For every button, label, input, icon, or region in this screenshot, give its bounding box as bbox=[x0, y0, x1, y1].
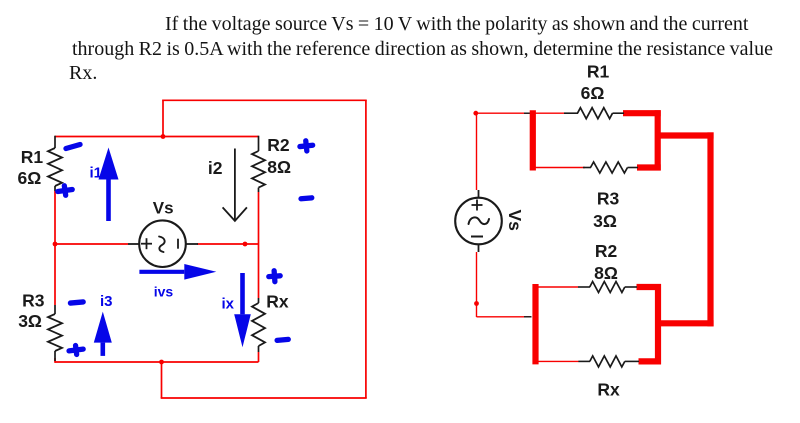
svg-text:R1: R1 bbox=[587, 62, 610, 82]
svg-text:R2: R2 bbox=[267, 135, 290, 155]
svg-text:3Ω: 3Ω bbox=[593, 211, 617, 231]
svg-text:through R2 is 0.5A with the re: through R2 is 0.5A with the reference di… bbox=[72, 38, 773, 60]
svg-text:Rx.: Rx. bbox=[69, 62, 97, 84]
svg-text:R2: R2 bbox=[595, 241, 618, 261]
svg-text:3Ω: 3Ω bbox=[18, 311, 42, 331]
svg-text:Rx: Rx bbox=[266, 292, 289, 312]
svg-text:6Ω: 6Ω bbox=[18, 168, 42, 188]
svg-text:R3: R3 bbox=[597, 189, 620, 209]
svg-text:Vs: Vs bbox=[153, 198, 174, 217]
svg-text:ix: ix bbox=[222, 296, 235, 313]
svg-text:If the voltage source Vs = 10: If the voltage source Vs = 10 V with the… bbox=[165, 13, 749, 35]
svg-text:R3: R3 bbox=[22, 290, 45, 310]
svg-text:i1: i1 bbox=[90, 165, 103, 182]
svg-text:Rx: Rx bbox=[597, 380, 620, 400]
svg-text:i2: i2 bbox=[208, 158, 223, 178]
svg-text:i3: i3 bbox=[100, 293, 113, 310]
svg-text:Vs: Vs bbox=[505, 210, 525, 232]
svg-text:8Ω: 8Ω bbox=[594, 263, 618, 283]
svg-text:R1: R1 bbox=[21, 147, 44, 167]
svg-text:ivs: ivs bbox=[154, 283, 174, 299]
svg-text:6Ω: 6Ω bbox=[581, 83, 605, 103]
svg-text:8Ω: 8Ω bbox=[267, 157, 291, 177]
